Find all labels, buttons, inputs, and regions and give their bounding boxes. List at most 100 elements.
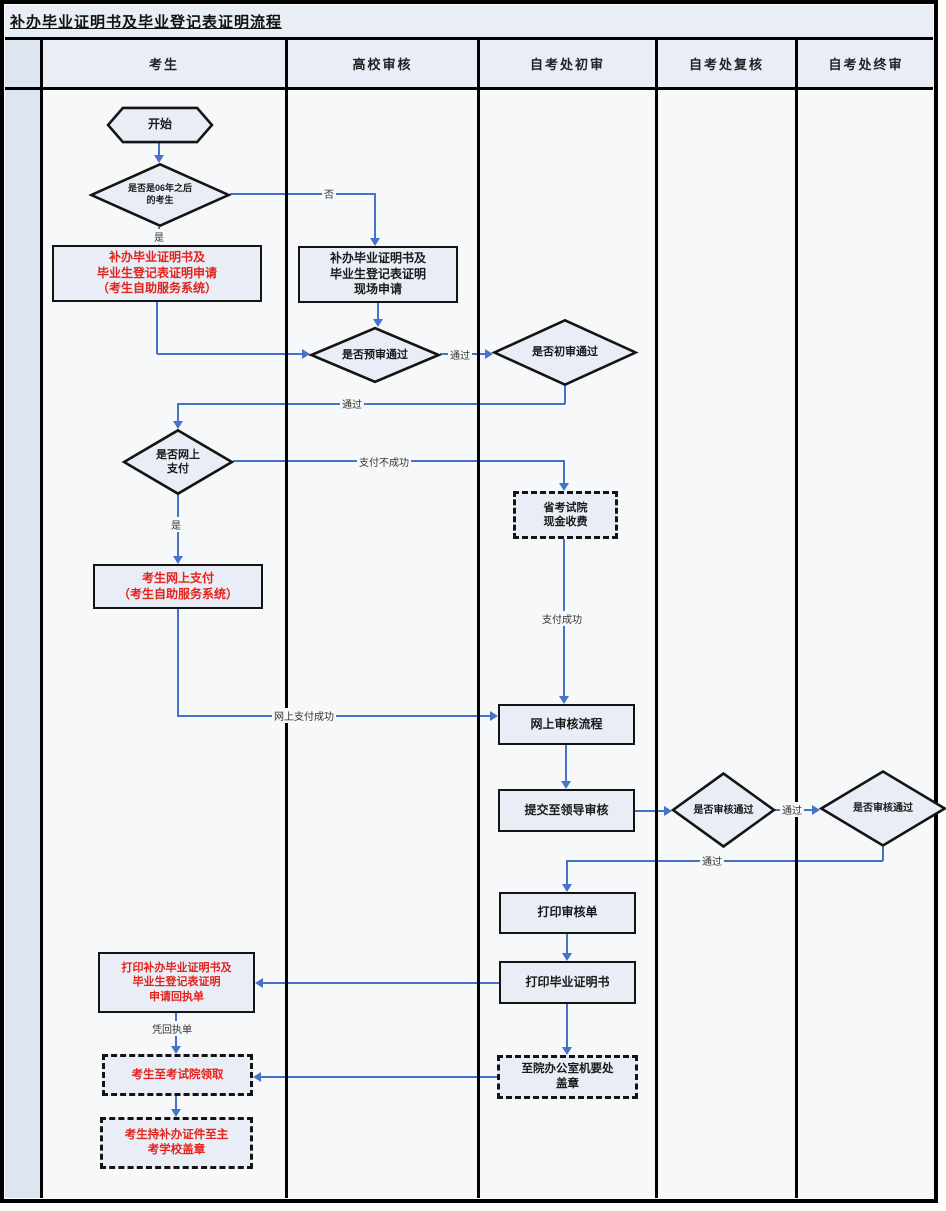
box-pay-online: 考生网上支付 （考生自助服务系统） (93, 564, 263, 609)
edge-label-receipt: 凭回执单 (150, 1021, 194, 1036)
edge-label-no: 否 (322, 186, 336, 201)
edge-segment (566, 860, 883, 862)
box-online-review-label: 网上审核流程 (530, 716, 603, 731)
decision-pre-review: 是否预审通过 (310, 327, 440, 383)
diamond-shape (672, 772, 775, 848)
lane-border-1 (40, 40, 43, 1198)
edge-label-pass-3: 通过 (780, 802, 804, 817)
start-label: 开始 (147, 117, 172, 132)
edge-label-online-pay-success: 网上支付成功 (272, 708, 336, 723)
edge-segment (566, 861, 568, 885)
edge-segment (177, 609, 179, 717)
edge-label-pass-2: 通过 (340, 396, 364, 411)
box-cash-pay-label: 省考试院 现金收费 (543, 501, 588, 528)
box-print-review-form-label: 打印审核单 (537, 905, 598, 920)
arrowhead (490, 711, 498, 721)
arrowhead (255, 978, 263, 988)
decision-is-after-2006: 是否是06年之后 的考生 (90, 163, 230, 227)
decision-recheck: 是否审核通过 (672, 772, 775, 848)
edge-segment (177, 404, 179, 422)
decision-final-check-label: 是否审核通过 (853, 803, 913, 814)
lane-header-initial-review: 自考处初审 (529, 57, 605, 72)
arrowhead (302, 349, 310, 359)
lane-header-university-review: 高校审核 (352, 57, 413, 72)
edge-segment (230, 193, 376, 195)
arrowhead (562, 953, 572, 961)
edge-label-pass-4: 通过 (700, 853, 724, 868)
box-office-stamp-label: 至院办公室机要处 盖章 (521, 1063, 614, 1090)
edge-segment (263, 982, 499, 984)
lane-border-4 (655, 40, 658, 1198)
box-submit-leader: 提交至领导审核 (498, 789, 635, 832)
edge-segment (177, 403, 565, 405)
box-print-review-form: 打印审核单 (499, 892, 636, 934)
box-print-receipt-label: 打印补办毕业证明书及 毕业生登记表证明 申请回执单 (121, 962, 232, 1003)
box-stamp-school: 考生持补办证件至主 考学校盖章 (100, 1117, 253, 1169)
box-stamp-school-label: 考生持补办证件至主 考学校盖章 (124, 1129, 229, 1156)
decision-pre-review-label: 是否预审通过 (342, 348, 408, 361)
decision-online-pay-label: 是否网上 支付 (156, 448, 200, 475)
edge-segment (566, 1004, 568, 1048)
box-print-receipt: 打印补办毕业证明书及 毕业生登记表证明 申请回执单 (98, 952, 255, 1013)
arrowhead (173, 556, 183, 564)
edge-segment (563, 461, 565, 485)
box-pay-online-label: 考生网上支付 （考生自助服务系统） (117, 570, 238, 601)
lane-header-final-review: 自考处终审 (828, 57, 904, 72)
decision-label: 是否是06年之后 的考生 (127, 183, 192, 205)
decision-final-check: 是否审核通过 (820, 770, 946, 847)
lane-header-row (40, 40, 934, 87)
diamond-shape (820, 770, 946, 847)
arrowhead (173, 421, 183, 429)
decision-online-pay: 是否网上 支付 (123, 429, 233, 495)
edge-label-pay-fail: 支付不成功 (357, 454, 411, 469)
box-cash-pay: 省考试院 现金收费 (513, 491, 618, 539)
box-apply-onsite: 补办毕业证明书及 毕业生登记表证明 现场申请 (298, 246, 458, 303)
arrowhead (171, 1109, 181, 1117)
edge-label-pay-success: 支付成功 (540, 611, 584, 626)
arrowhead (485, 349, 493, 359)
edge-label-yes-2: 是 (169, 517, 183, 532)
page-title: 补办毕业证明书及毕业登记表证明流程 (10, 13, 283, 31)
edge-segment (635, 810, 665, 812)
box-collect: 考生至考试院领取 (102, 1054, 253, 1096)
box-print-certificate-label: 打印毕业证明书 (525, 974, 610, 989)
box-office-stamp: 至院办公室机要处 盖章 (497, 1055, 638, 1099)
arrowhead (562, 1047, 572, 1055)
arrowhead (664, 806, 672, 816)
arrowhead (562, 884, 572, 892)
lane-border-3 (477, 40, 480, 1198)
box-apply-onsite-label: 补办毕业证明书及 毕业生登记表证明 现场申请 (329, 251, 426, 297)
arrowhead (559, 483, 569, 491)
edge-segment (156, 302, 158, 354)
start-node: 开始 (107, 107, 213, 143)
lane-header-candidate: 考生 (148, 57, 179, 72)
edge-label-yes: 是 (152, 229, 166, 244)
edge-segment (175, 1096, 177, 1110)
arrowhead (171, 1046, 181, 1054)
edge-segment (261, 1076, 497, 1078)
arrowhead (561, 781, 571, 789)
lane-border-5 (795, 40, 798, 1198)
edge-segment (374, 194, 376, 240)
diamond-shape (493, 319, 637, 386)
arrowhead (154, 155, 164, 163)
edge-label-pass-1: 通过 (448, 347, 472, 362)
hexagon-shape (107, 107, 213, 143)
edge-segment (377, 303, 379, 321)
arrowhead (373, 319, 383, 327)
arrowhead (370, 238, 380, 246)
arrowhead (559, 696, 569, 704)
box-print-certificate: 打印毕业证明书 (499, 961, 636, 1004)
box-online-review: 网上审核流程 (498, 704, 635, 745)
box-apply-online: 补办毕业证明书及 毕业生登记表证明申请 （考生自助服务系统） (52, 245, 262, 302)
diamond-shape (90, 163, 230, 227)
edge-segment (158, 143, 160, 157)
box-submit-leader-label: 提交至领导审核 (524, 802, 609, 817)
arrowhead (253, 1072, 261, 1082)
diamond-shape (310, 327, 440, 383)
title-bar: 补办毕业证明书及毕业登记表证明流程 (5, 5, 933, 40)
edge-segment (564, 386, 566, 404)
diamond-shape (123, 429, 233, 495)
edge-segment (882, 847, 884, 861)
edge-segment (566, 934, 568, 954)
